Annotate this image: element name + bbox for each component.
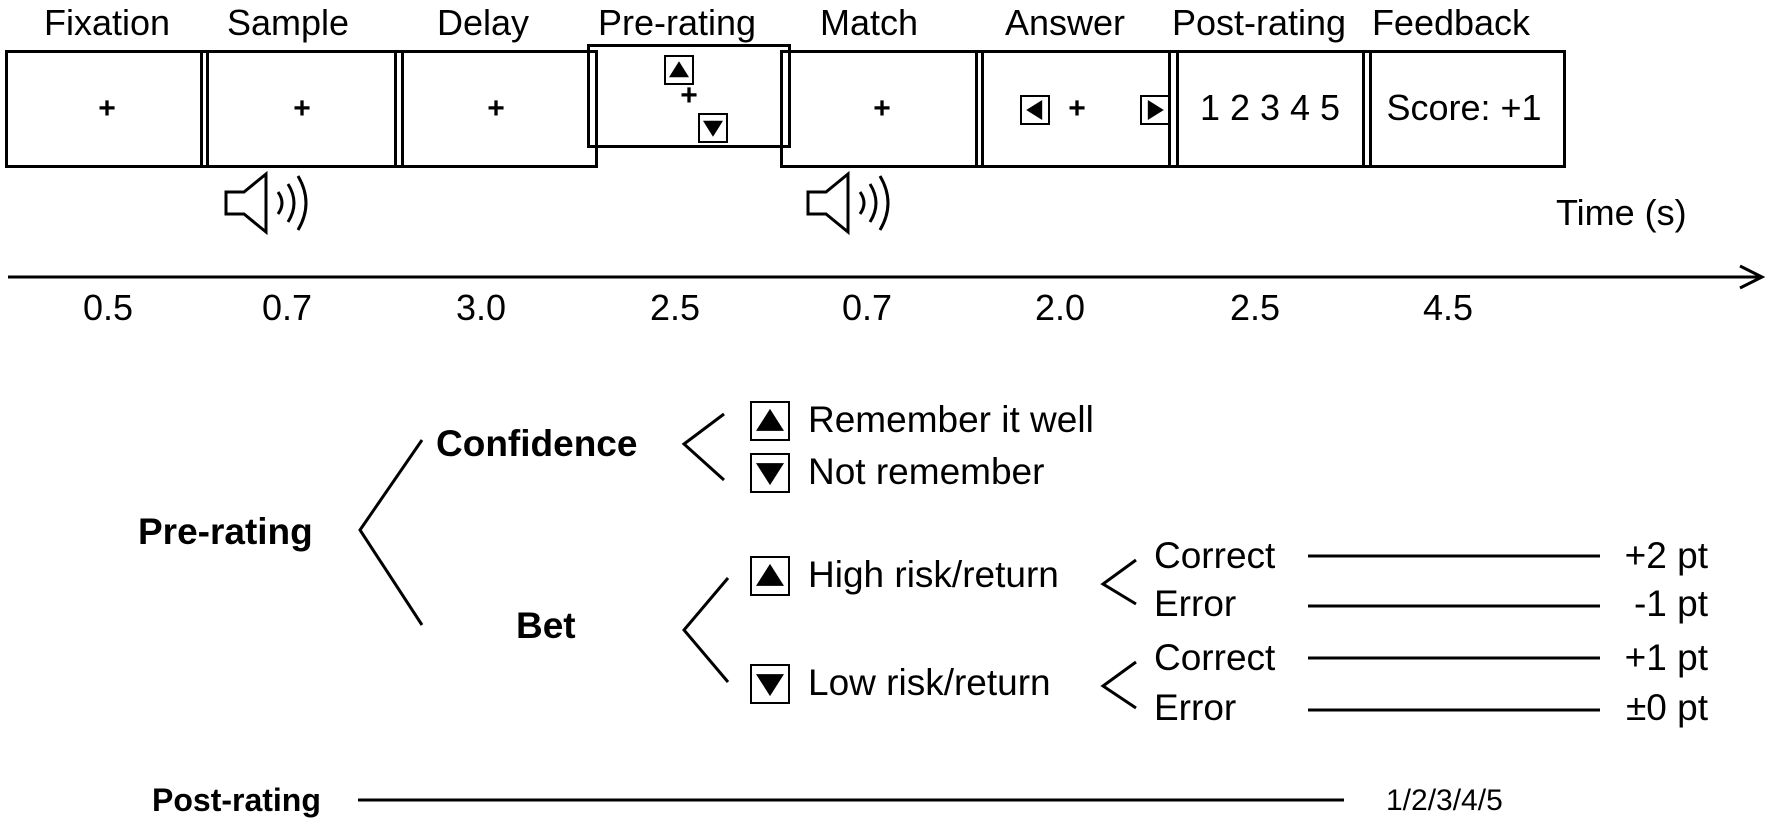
stage-label-delay: Delay [436, 2, 530, 43]
fixation-cross: + [873, 92, 891, 125]
outcome-error-low: Error [1154, 687, 1237, 728]
tree-bet: Bet [516, 605, 576, 646]
fixation-cross: + [1068, 92, 1086, 125]
duration-sample: 0.7 [261, 287, 313, 328]
fixation-cross: + [487, 92, 505, 125]
fixation-cross: + [98, 92, 116, 125]
duration-fixation: 0.5 [82, 287, 134, 328]
down-key-icon [750, 664, 790, 704]
feedback-score: Score: +1 [1386, 87, 1542, 128]
stage-label-sample: Sample [226, 2, 350, 43]
duration-match: 0.7 [841, 287, 893, 328]
bet-option-high: High risk/return [808, 554, 1059, 595]
rating-scale: 1 2 3 4 5 [1199, 87, 1341, 128]
speaker-icon [806, 170, 890, 236]
stage-label-answer: Answer [1004, 2, 1126, 43]
screen-post-rating: 1 2 3 4 5 [1168, 50, 1372, 168]
left-key-icon [1020, 95, 1050, 125]
outcome-correct-high: Correct [1154, 535, 1276, 576]
stage-label-match: Match [819, 2, 919, 43]
up-key-icon [664, 55, 694, 85]
points-high-error: -1 pt [1633, 583, 1708, 624]
tree-pre-rating: Pre-rating [138, 511, 313, 552]
fixation-cross: + [293, 92, 311, 125]
points-low-correct: +1 pt [1624, 637, 1708, 678]
stage-label-pre-rating: Pre-rating [597, 2, 757, 43]
down-key-icon [750, 453, 790, 493]
screen-sample: + [200, 50, 404, 168]
screen-pre-rating: + [587, 44, 791, 148]
screen-delay: + [394, 50, 598, 168]
confidence-option-remember: Remember it well [808, 399, 1094, 440]
stage-label-feedback: Feedback [1371, 2, 1531, 43]
duration-answer: 2.0 [1034, 287, 1086, 328]
duration-pre-rating: 2.5 [649, 287, 701, 328]
outcome-error-high: Error [1154, 583, 1237, 624]
time-axis-label: Time (s) [1556, 192, 1687, 233]
up-key-icon [750, 556, 790, 596]
points-high-correct: +2 pt [1624, 535, 1708, 576]
speaker-icon [224, 170, 308, 236]
tree-post-rating: Post-rating [152, 782, 321, 818]
up-key-icon [750, 401, 790, 441]
confidence-option-not-remember: Not remember [808, 451, 1045, 492]
stage-label-post-rating: Post-rating [1171, 2, 1347, 43]
points-low-error: ±0 pt [1625, 687, 1708, 728]
screen-fixation: + [5, 50, 209, 168]
outcome-correct-low: Correct [1154, 637, 1276, 678]
duration-feedback: 4.5 [1422, 287, 1474, 328]
time-axis-arrow [8, 264, 1766, 290]
down-key-icon [698, 113, 729, 143]
tree-confidence: Confidence [436, 423, 638, 464]
stage-label-fixation: Fixation [43, 2, 171, 43]
fixation-cross: + [680, 79, 698, 112]
duration-delay: 3.0 [455, 287, 507, 328]
screen-feedback: Score: +1 [1362, 50, 1566, 168]
bet-option-low: Low risk/return [808, 662, 1051, 703]
screen-match: + [780, 50, 984, 168]
screen-answer: + [975, 50, 1179, 168]
post-rating-values: 1/2/3/4/5 [1386, 784, 1503, 817]
duration-post-rating: 2.5 [1229, 287, 1281, 328]
